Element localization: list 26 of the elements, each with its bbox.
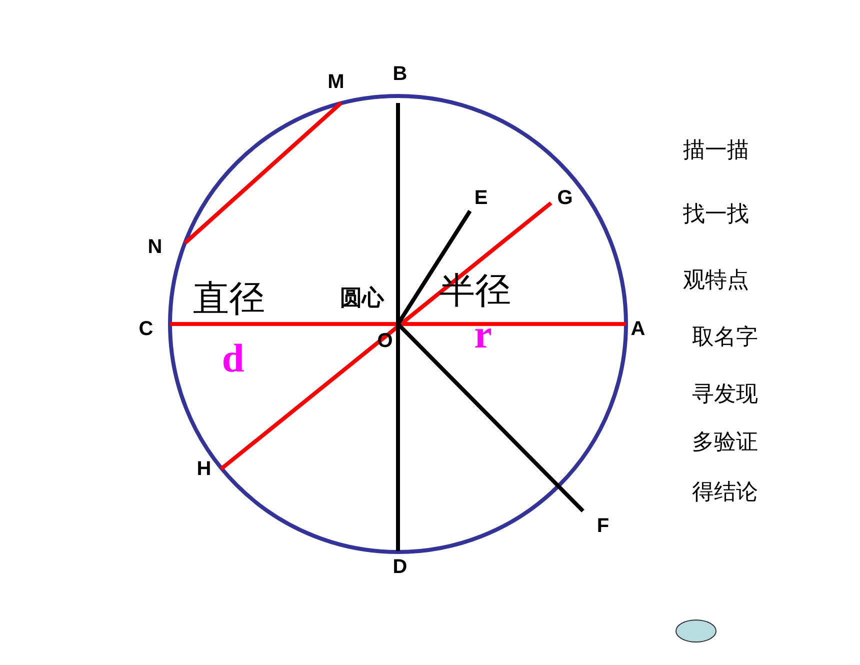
step-text: 多验证 (692, 429, 758, 457)
point-label: M (328, 72, 344, 92)
point-label: A (630, 319, 646, 339)
chord-line (184, 102, 342, 244)
chord-line (220, 201, 552, 471)
step-text: 寻发现 (692, 381, 758, 409)
step-text: 描一描 (683, 137, 749, 165)
step-text: 取名字 (692, 324, 758, 352)
point-label: B (392, 64, 408, 84)
radius-label: 半径 (439, 270, 511, 314)
radius-symbol: r (474, 310, 492, 358)
center-label: 圆心 (340, 284, 384, 313)
chord-line (170, 322, 626, 326)
point-label: F (596, 516, 610, 536)
point-label: N (148, 237, 162, 257)
diameter-symbol: d (222, 334, 244, 382)
step-text: 观特点 (683, 267, 749, 295)
step-text: 找一找 (683, 201, 749, 229)
step-text: 得结论 (692, 479, 758, 507)
point-label: H (196, 459, 212, 479)
line-segment (396, 103, 400, 551)
point-label: E (474, 188, 488, 208)
point-label: G (557, 188, 573, 208)
diameter-label: 直径 (193, 278, 265, 322)
point-label: D (392, 557, 408, 577)
point-label: C (138, 319, 154, 339)
